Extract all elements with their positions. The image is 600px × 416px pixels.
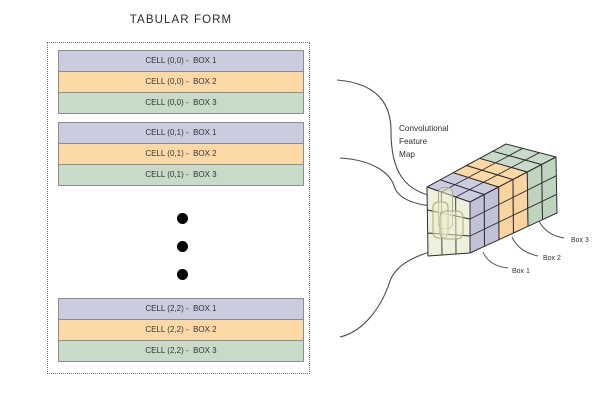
cell-group-0-1: CELL (0,1) - BOX 1 CELL (0,1) - BOX 2 CE…	[58, 122, 304, 186]
ellipsis-dot	[177, 241, 188, 252]
cell-group-2-2: CELL (2,2) - BOX 1 CELL (2,2) - BOX 2 CE…	[58, 298, 304, 362]
anchor-box-overlays	[432, 187, 464, 240]
cube-side-face	[469, 156, 558, 254]
cube-top-face	[426, 143, 557, 203]
leader-box2	[511, 236, 539, 257]
ellipsis-dot	[177, 213, 188, 224]
box2-label: Box 2	[543, 255, 561, 262]
connector-curve-group2	[339, 157, 446, 208]
connector-curve-group3	[339, 243, 460, 338]
table-row: CELL (0,0) - BOX 3	[58, 92, 304, 114]
leader-box3	[538, 220, 565, 239]
feature-map-label-line2: Feature	[399, 137, 428, 146]
table-row: CELL (0,1) - BOX 3	[58, 164, 304, 186]
connector-curve-group1	[336, 79, 447, 199]
feature-map-label-line1: Convolutional	[399, 124, 449, 133]
box1-label: Box 1	[512, 268, 530, 275]
page-title: TABULAR FORM	[129, 14, 233, 26]
leader-box1	[482, 251, 509, 269]
ellipsis-dot	[177, 269, 188, 280]
table-row: CELL (2,2) - BOX 2	[58, 319, 304, 341]
feature-map-label-line3: Map	[399, 150, 415, 159]
tabular-form-container	[47, 42, 310, 374]
cell-group-0-0: CELL (0,0) - BOX 1 CELL (0,0) - BOX 2 CE…	[58, 50, 304, 114]
table-row: CELL (2,2) - BOX 3	[58, 340, 304, 362]
box3-label: Box 3	[571, 237, 589, 244]
